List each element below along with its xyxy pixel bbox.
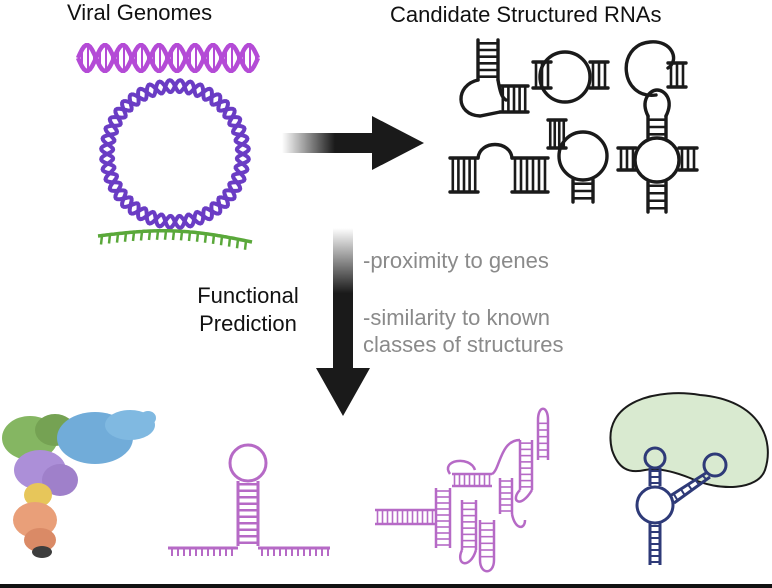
- viral-genomes-title: Viral Genomes: [67, 0, 213, 25]
- single-strand-rna-icon: [97, 229, 253, 250]
- hairpin-icon: [168, 443, 330, 556]
- right-arrow-icon: [282, 116, 424, 170]
- circular-genome-icon: [99, 78, 251, 230]
- complex-rna-icon: [375, 407, 550, 573]
- functional-prediction-label: Functional Prediction: [178, 282, 318, 338]
- candidate-structures: [448, 38, 699, 214]
- candidate-structured-rnas-title: Candidate Structured RNAs: [390, 2, 662, 27]
- down-arrow-icon: [316, 228, 370, 416]
- criterion-similarity: -similarity to known classes of structur…: [363, 304, 564, 358]
- functional-prediction-line2: Prediction: [199, 311, 297, 336]
- criterion-similarity-line1: -similarity to known: [363, 305, 551, 330]
- protein-bound-rna-icon: [609, 392, 769, 565]
- dna-double-helix-icon: [75, 42, 261, 74]
- bottom-border: [0, 584, 772, 588]
- criterion-similarity-line2: classes of structures: [363, 332, 564, 357]
- functional-prediction-line1: Functional: [197, 283, 299, 308]
- criterion-proximity: -proximity to genes: [363, 248, 549, 273]
- protein-rna-complex-icon: [2, 410, 156, 558]
